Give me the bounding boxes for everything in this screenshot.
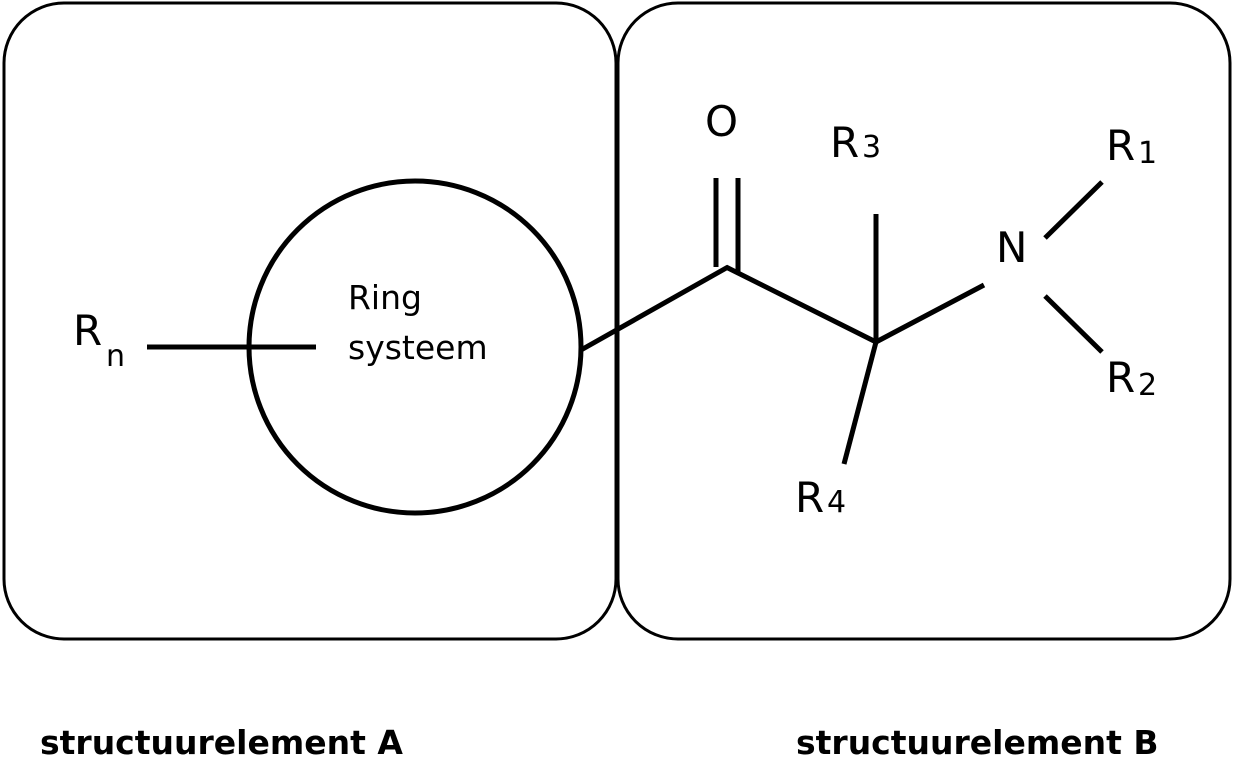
caption-element-b: structuurelement B (796, 723, 1159, 762)
atom-r4: R 4 (795, 473, 846, 522)
atom-r2-subscript: 2 (1138, 368, 1157, 403)
atom-r3: R 3 (830, 118, 881, 167)
atom-r4-letter: R (795, 473, 824, 522)
ring-label-line2: systeem (348, 328, 488, 367)
atom-r1-subscript: 1 (1138, 136, 1157, 171)
atom-nitrogen: N (996, 223, 1027, 272)
bond-carbonyl-alpha (724, 264, 878, 345)
substituent-rn-subscript: n (106, 339, 125, 374)
bond-ring-carbonyl (579, 264, 730, 353)
atom-oxygen: O (705, 97, 738, 146)
atom-r3-letter: R (830, 118, 859, 167)
bond-alpha-r4 (841, 341, 879, 465)
bond-nitrogen-r2 (1043, 294, 1104, 354)
substituent-rn-letter: R (73, 306, 102, 355)
box-element-a (2, 1, 618, 641)
atom-r4-subscript: 4 (827, 485, 846, 520)
bond-nitrogen-r1 (1043, 180, 1104, 240)
atom-r2: R 2 (1106, 353, 1157, 403)
caption-element-a: structuurelement A (40, 723, 403, 762)
atom-r3-subscript: 3 (862, 130, 881, 165)
box-element-b (616, 1, 1232, 641)
ring-label-line1: Ring (348, 278, 422, 317)
substituent-rn-label: R n (73, 306, 125, 374)
atom-r1: R 1 (1106, 121, 1157, 171)
atom-r1-letter: R (1106, 121, 1135, 170)
bond-alpha-nitrogen (874, 282, 986, 345)
atom-r2-letter: R (1106, 353, 1135, 402)
